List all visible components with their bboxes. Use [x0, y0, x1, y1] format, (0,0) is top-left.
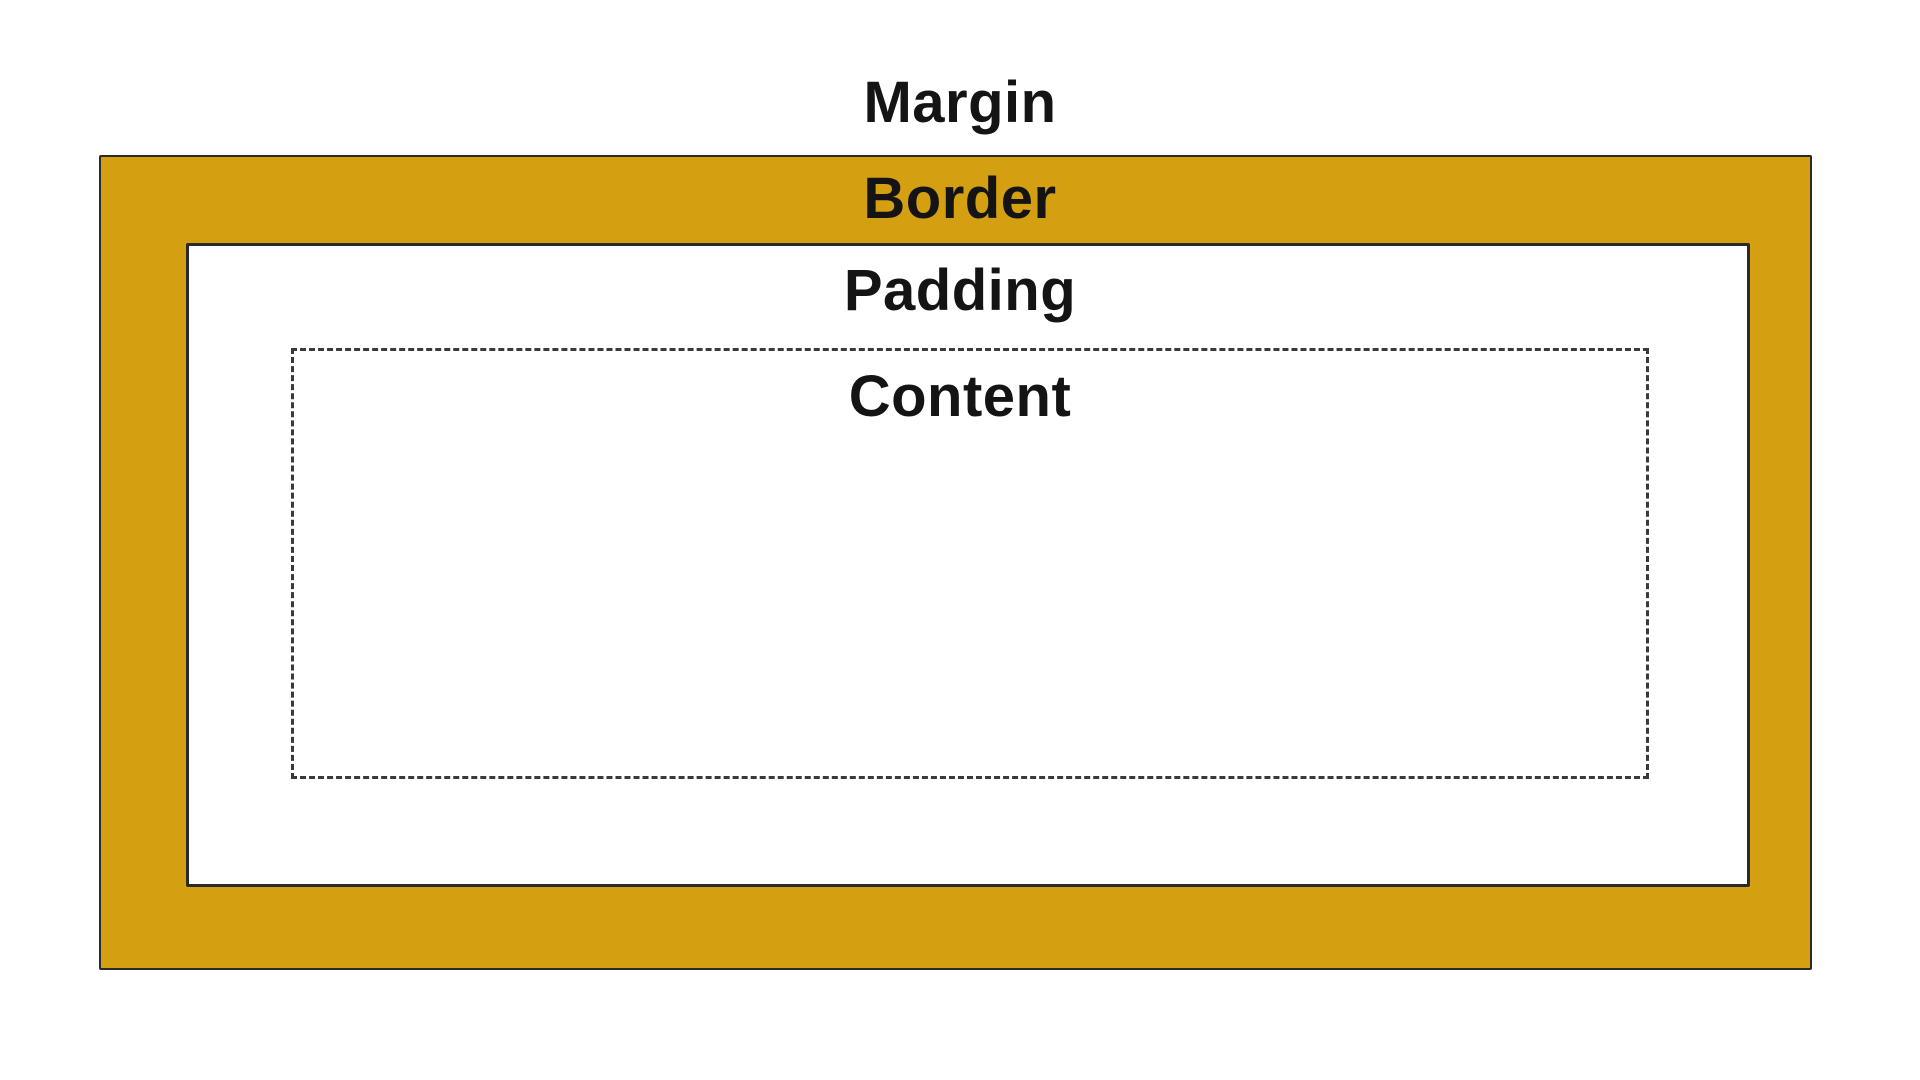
- border-label: Border: [863, 166, 1057, 231]
- padding-label: Padding: [843, 258, 1077, 323]
- content-area: [291, 348, 1649, 779]
- margin-label: Margin: [863, 70, 1057, 135]
- content-label: Content: [848, 364, 1072, 429]
